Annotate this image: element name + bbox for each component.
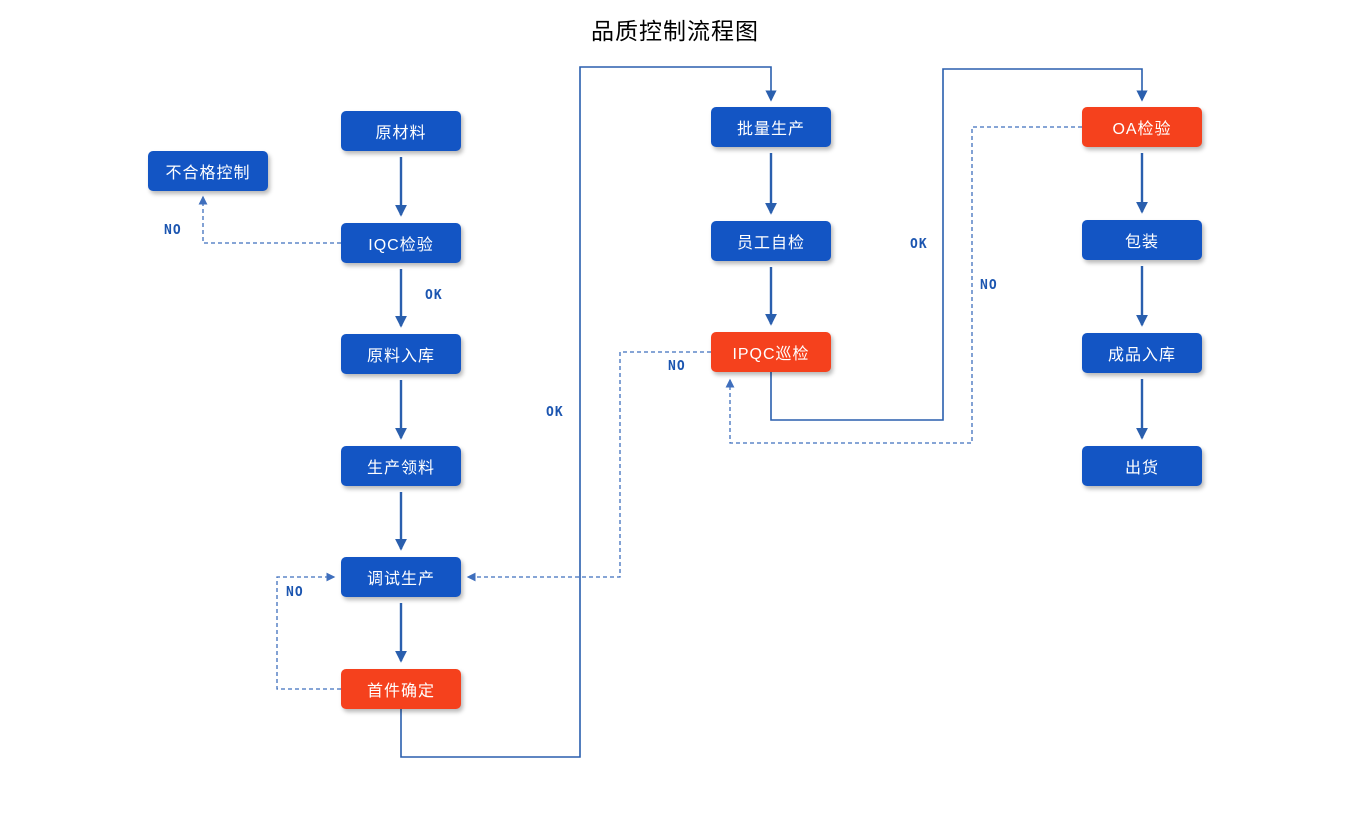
edge-first-article-to-mass-production [400,66,777,758]
node-production-picking: 生产领料 [341,446,461,486]
edge-label-ok-ipqc-pass: OK [910,237,928,252]
node-shipment: 出货 [1082,446,1202,486]
node-trial-production: 调试生产 [341,557,461,597]
diagram-title: 品质控制流程图 [591,19,759,45]
node-packaging: 包装 [1082,220,1202,260]
edge-ipqc-to-oa [770,68,1148,421]
edge-first-article-to-trial [276,572,341,690]
node-employee-self-inspection: 员工自检 [711,221,831,261]
edge-label-no-oa-fail: NO [980,278,998,293]
node-nonconforming-control: 不合格控制 [148,151,268,191]
edge-label-ok-iqc-pass: OK [425,288,443,303]
node-mass-production: 批量生产 [711,107,831,147]
node-ipqc-patrol-inspection: IPQC巡检 [711,332,831,372]
node-first-article-confirmation: 首件确定 [341,669,461,709]
edge-label-ok-first-article-pass: OK [546,405,564,420]
node-raw-material-storage: 原料入库 [341,334,461,374]
edge-oa-to-ipqc [725,126,1082,444]
node-finished-goods-storage: 成品入库 [1082,333,1202,373]
edge-iqc-to-nonconforming [198,195,341,244]
node-raw-material: 原材料 [341,111,461,151]
edge-label-no-ipqc-fail: NO [668,359,686,374]
node-iqc-inspection: IQC检验 [341,223,461,263]
edge-label-no-iqc-fail: NO [164,223,182,238]
node-oa-inspection: OA检验 [1082,107,1202,147]
edge-ipqc-to-trial [466,351,711,582]
edge-label-no-first-article-fail: NO [286,585,304,600]
